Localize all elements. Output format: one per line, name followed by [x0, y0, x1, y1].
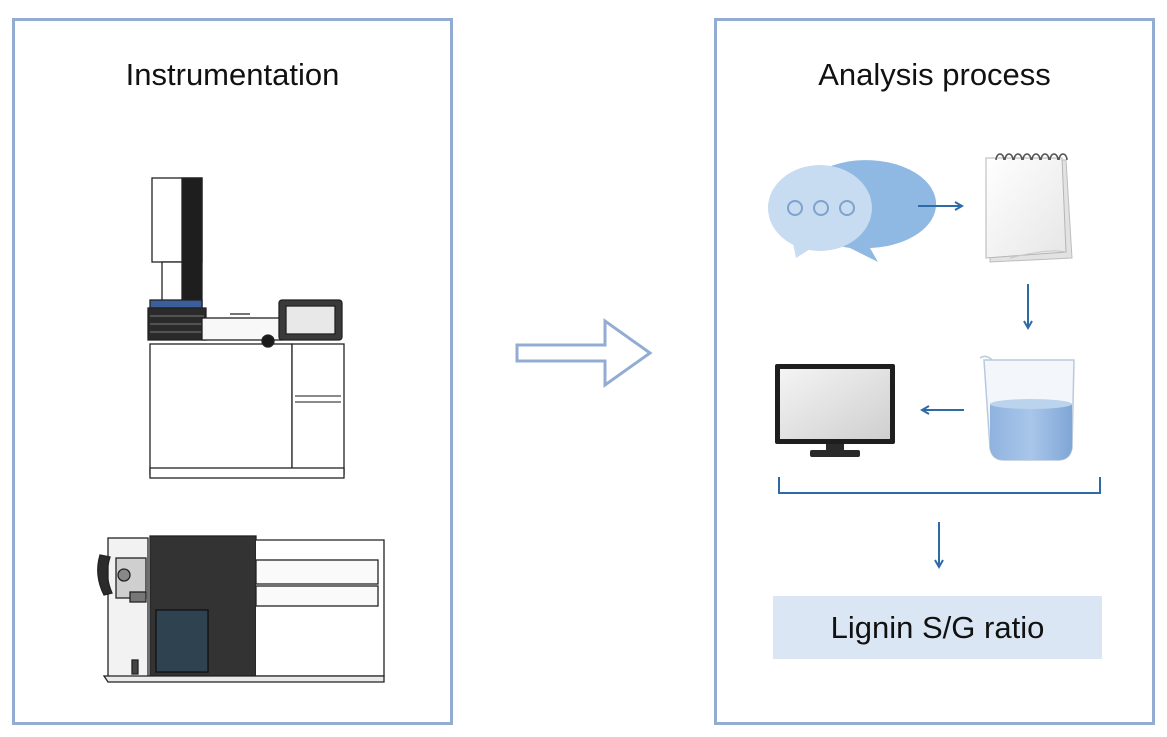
analysis-process-title: Analysis process [818, 57, 1051, 92]
mass-spectrometer-icon [97, 535, 385, 683]
transition-arrow-icon [515, 318, 653, 388]
result-box: Lignin S/G ratio [773, 596, 1102, 659]
notepad-icon [985, 153, 1073, 263]
computer-monitor-icon [775, 364, 895, 457]
result-label: Lignin S/G ratio [830, 609, 1045, 645]
grouping-bracket [778, 477, 1101, 494]
instrumentation-title: Instrumentation [125, 57, 340, 92]
beaker-icon [979, 355, 1075, 461]
chat-bubbles-icon [768, 160, 937, 262]
gas-chromatograph-icon [147, 177, 345, 479]
